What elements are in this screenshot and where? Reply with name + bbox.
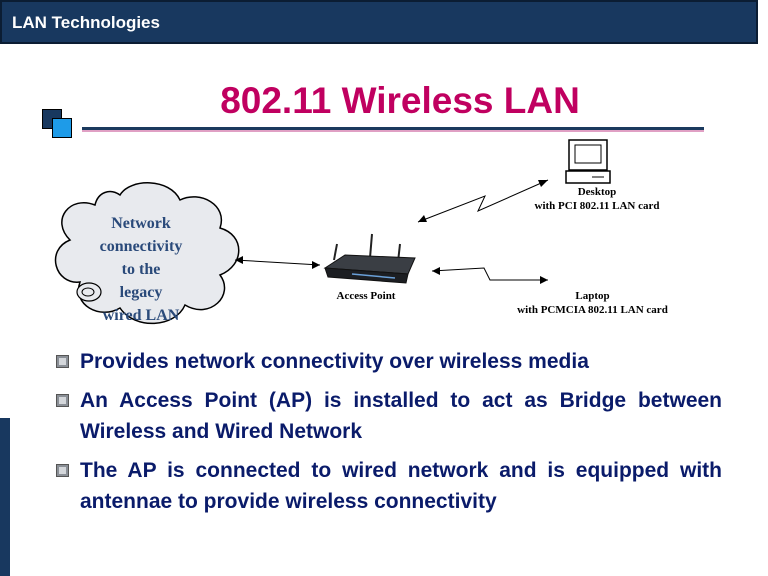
cloud-label-line: to the (121, 261, 161, 278)
wired-link (234, 259, 321, 266)
bullet-text: An Access Point (AP) is installed to act… (80, 389, 722, 443)
bullet-item: An Access Point (AP) is installed to act… (52, 385, 722, 447)
bullet-square-icon (56, 394, 69, 407)
cloud-label-line: connectivity (99, 238, 183, 255)
bullet-text: The AP is connected to wired network and… (80, 459, 722, 513)
cloud-label-line: wired LAN (102, 307, 180, 324)
access-point-label-text: Access Point (336, 290, 396, 302)
bullet-square-icon (56, 355, 69, 368)
bullet-item: Provides network connectivity over wirel… (52, 346, 722, 377)
bullet-square-icon (56, 464, 69, 477)
cloud-label: Network connectivity to the legacy wired… (85, 212, 197, 327)
desktop-label: Desktop with PCI 802.11 LAN card (512, 185, 682, 213)
left-accent-bar (0, 418, 10, 576)
laptop-label-line: with PCMCIA 802.11 LAN card (517, 304, 668, 316)
cloud-label-line: Network (111, 215, 171, 232)
desktop-computer-icon (565, 139, 611, 184)
bullet-text: Provides network connectivity over wirel… (80, 350, 589, 373)
title-rule-accent (82, 130, 704, 132)
access-point-label: Access Point (318, 289, 414, 303)
header-bar: LAN Technologies (0, 0, 758, 44)
header-title: LAN Technologies (12, 13, 160, 32)
cloud-label-line: legacy (119, 284, 163, 301)
desktop-label-line: Desktop (577, 186, 617, 198)
desktop-label-line: with PCI 802.11 LAN card (534, 200, 660, 212)
bullet-list: Provides network connectivity over wirel… (52, 346, 722, 525)
slide-title: 802.11 Wireless LAN (220, 80, 580, 121)
title-rule (82, 127, 704, 130)
wireless-link-desktop (417, 179, 549, 223)
laptop-label-line: Laptop (575, 290, 610, 302)
wireless-link-laptop (431, 267, 548, 281)
network-diagram (54, 139, 611, 325)
title-decoration-light (52, 118, 72, 138)
laptop-label: Laptop with PCMCIA 802.11 LAN card (495, 289, 690, 317)
network-cloud (54, 182, 240, 325)
access-point-icon (323, 233, 416, 284)
cloud-node-icon (76, 282, 102, 302)
bullet-item: The AP is connected to wired network and… (52, 455, 722, 517)
